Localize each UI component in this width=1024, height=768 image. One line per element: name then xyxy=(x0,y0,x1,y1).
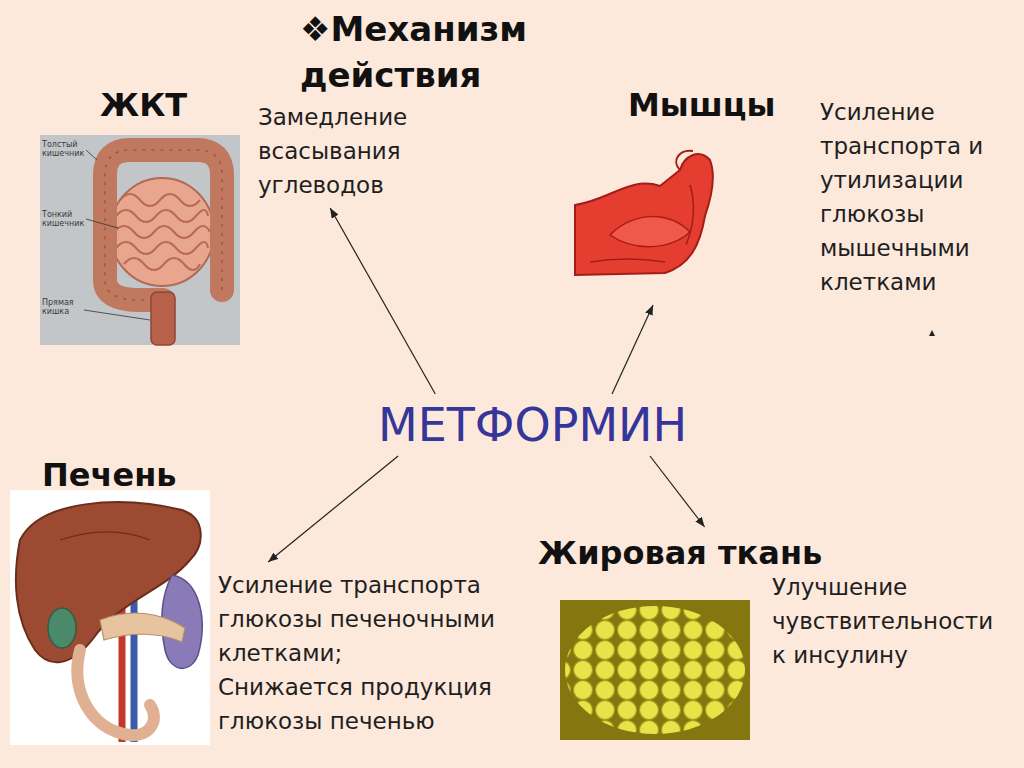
drug-node: МЕТФОРМИН xyxy=(374,394,691,456)
organ-heading: Печень xyxy=(42,455,177,495)
small-intestine xyxy=(110,178,214,286)
effect-text: Улучшение чувствительности к инсулину xyxy=(772,570,1004,672)
organ-node: Жировая тканьУлучшение чувствительности … xyxy=(532,527,1010,678)
effect-text: Усиление транспорта глюкозы печеночными … xyxy=(218,568,518,670)
effect-text: Замедление всасывания углеводов xyxy=(258,100,436,202)
arrow-connector xyxy=(330,208,435,394)
colon-folds xyxy=(105,150,222,300)
pancreas xyxy=(100,613,185,642)
effect-text: Усиление транспорта и утилизации глюкозы… xyxy=(820,95,1000,299)
intestine-illustration xyxy=(40,135,240,345)
drug-name: МЕТФОРМИН xyxy=(378,398,687,452)
arrow-connector xyxy=(650,456,705,527)
part-label: Тонкий кишечник xyxy=(42,210,86,228)
intestine-loop xyxy=(124,258,200,270)
organ-node: ПеченьУсиление транспорта глюкозы печено… xyxy=(212,562,524,744)
intestine-loop xyxy=(116,210,208,222)
leader-line xyxy=(86,150,97,160)
image-ground xyxy=(40,135,240,345)
organ-node: ЖКТ Замедление всасывания углеводов xyxy=(94,79,442,208)
muscle-line xyxy=(590,259,665,262)
biceps xyxy=(610,217,690,247)
arrow-connector xyxy=(268,456,398,562)
organ-heading: Жировая ткань xyxy=(538,533,822,573)
part-label: Толстый кишечник xyxy=(42,140,86,158)
arm-illustration xyxy=(575,151,713,275)
arrow-connector xyxy=(612,305,653,394)
diagram-title: ❖Механизм действия xyxy=(300,6,570,98)
organ-heading: Мышцы xyxy=(628,85,775,125)
leader-line xyxy=(84,310,150,320)
stray-mark xyxy=(929,330,935,336)
intestine-loop xyxy=(114,226,210,238)
intestine-loop xyxy=(116,242,208,254)
arm-muscle xyxy=(575,154,713,275)
gallbladder xyxy=(48,608,76,648)
muscle-line xyxy=(686,185,693,245)
fat-illustration xyxy=(560,600,750,740)
duodenum xyxy=(77,650,153,735)
organ-heading: ЖКТ xyxy=(100,85,187,125)
fat-cells xyxy=(565,606,745,734)
image-ground xyxy=(560,600,750,740)
large-intestine xyxy=(105,150,222,300)
image-ground xyxy=(10,490,210,745)
intestine-loop xyxy=(120,194,200,206)
part-label: Прямая кишка xyxy=(42,298,86,316)
leader-line xyxy=(86,219,118,228)
liver-vessel xyxy=(60,532,150,540)
liver-illustration xyxy=(10,490,210,745)
organ-node: Мышцы Усиление транспорта и утилизации гл… xyxy=(622,79,1006,305)
rectum xyxy=(151,292,175,345)
fist-line xyxy=(676,151,693,170)
effect-text: Снижается продукция глюкозы печенью xyxy=(218,670,518,738)
